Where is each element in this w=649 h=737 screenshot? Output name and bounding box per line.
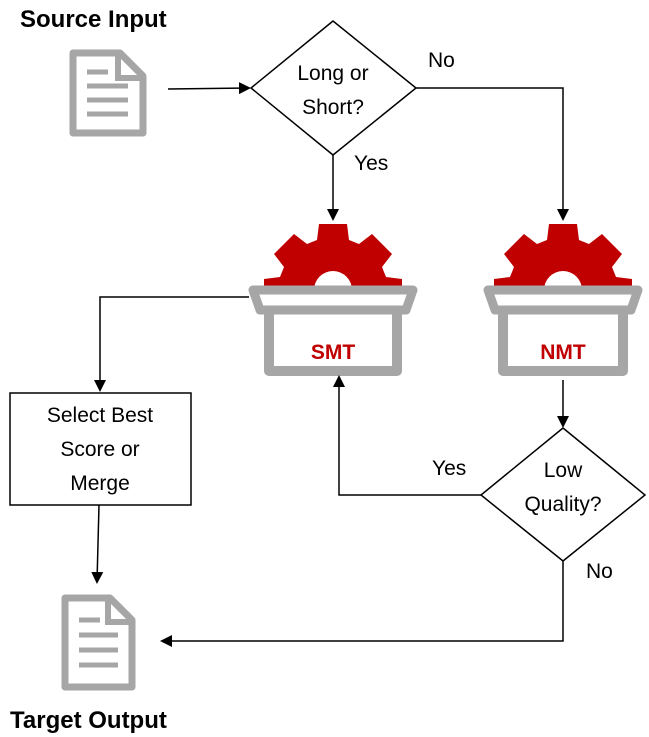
- smt-label: SMT: [311, 341, 356, 364]
- arrow-no-to-nmt: [416, 87, 569, 221]
- arrow-quality-no-to-output: [160, 561, 564, 647]
- edge-label-no-top: No: [428, 49, 455, 72]
- edge-label-yes-top: Yes: [354, 152, 388, 175]
- smt-box-icon: [248, 285, 418, 376]
- source-input-title: Source Input: [20, 6, 167, 33]
- select-best-box: Select Best Score or Merge: [9, 392, 192, 506]
- arrow-smt-to-select: [94, 296, 249, 392]
- edge-label-yes-quality: Yes: [432, 457, 466, 480]
- decision-quality-line1: Low: [544, 459, 583, 482]
- source-document-icon: [69, 49, 147, 137]
- select-box-line3: Merge: [70, 472, 130, 495]
- nmt-label: NMT: [540, 341, 586, 364]
- nmt-box-icon: [483, 285, 643, 376]
- edge-label-no-quality: No: [586, 560, 613, 583]
- decision-long-line1: Long or: [297, 62, 368, 85]
- arrow-select-to-output: [91, 504, 104, 584]
- decision-low-quality: Low Quality?: [479, 427, 647, 562]
- smt-gear-icon: [264, 224, 402, 309]
- nmt-gear-icon: [494, 224, 632, 309]
- arrow-input-to-decision: [167, 82, 251, 95]
- select-box-line1: Select Best: [47, 404, 153, 427]
- decision-long-or-short: Long or Short?: [249, 20, 418, 156]
- target-document-icon: [61, 594, 136, 691]
- target-output-title: Target Output: [10, 707, 167, 734]
- arrow-quality-yes-to-smt: [333, 375, 481, 496]
- select-box-line2: Score or: [60, 438, 139, 461]
- decision-long-line2: Short?: [302, 96, 364, 119]
- connectors: [91, 82, 569, 647]
- decision-quality-line2: Quality?: [524, 493, 601, 516]
- nmt-engine: NMT: [483, 224, 643, 376]
- smt-engine: SMT: [248, 224, 418, 376]
